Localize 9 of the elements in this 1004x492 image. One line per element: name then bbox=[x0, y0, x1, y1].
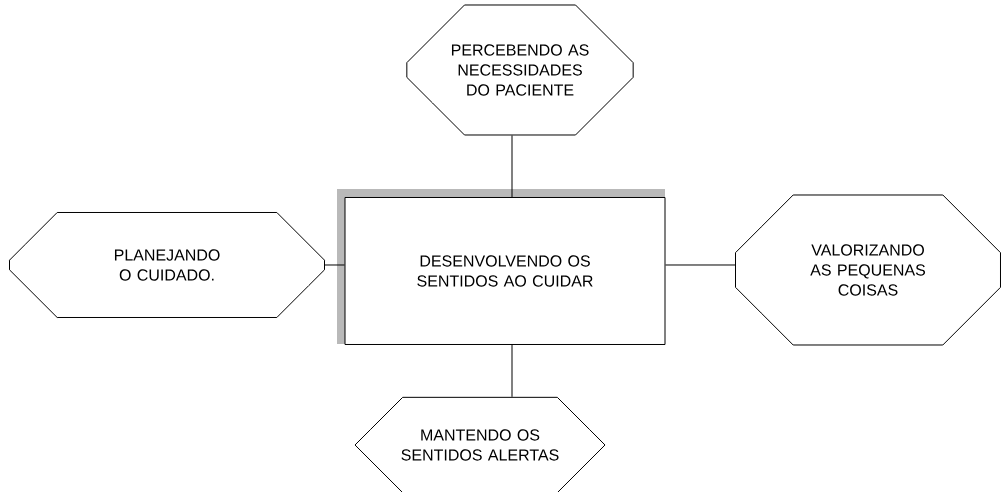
connector-line bbox=[511, 135, 513, 198]
connector-line bbox=[324, 264, 345, 266]
octagon-box: VALORIZANDO AS PEQUENAS COISAS bbox=[735, 194, 1001, 346]
connector-line bbox=[511, 344, 513, 398]
shadowed-box: DESENVOLVENDO OS SENTIDOS AO CUIDAR bbox=[337, 189, 666, 345]
octagon-box: PLANEJANDO O CUIDADO. bbox=[9, 212, 325, 318]
connector-line bbox=[665, 264, 736, 266]
octagon-box: MANTENDO OS SENTIDOS ALERTAS bbox=[354, 396, 606, 492]
octagon-box: PERCEBENDO AS NECESSIDADES DO PACIENTE bbox=[406, 4, 634, 136]
